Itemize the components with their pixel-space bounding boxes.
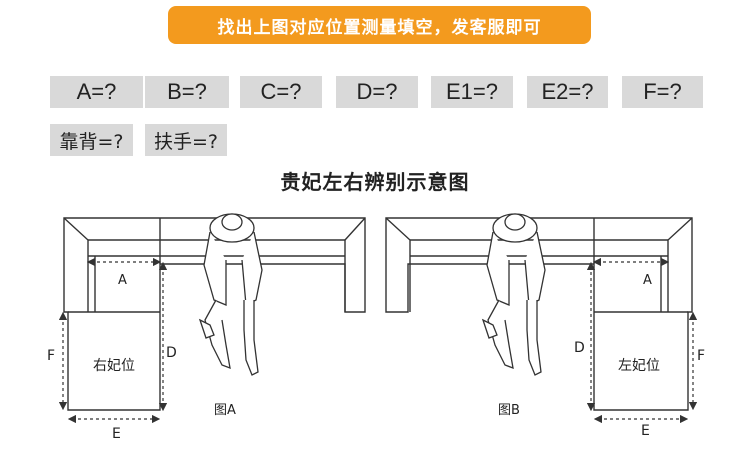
- fig-a-label-a: A: [118, 273, 127, 288]
- field-armrest: 扶手=?: [145, 124, 227, 156]
- person-icon: [198, 213, 263, 376]
- fig-b-position-label: 左妃位: [618, 358, 660, 374]
- fig-b-label-a: A: [643, 273, 652, 288]
- fig-a-caption: 图A: [214, 403, 236, 418]
- instruction-banner: 找出上图对应位置测量填空，发客服即可: [168, 6, 591, 44]
- field-a: A=?: [50, 76, 143, 108]
- field-d: D=?: [336, 76, 418, 108]
- fig-b-label-f: F: [697, 348, 705, 364]
- fig-b-label-e: E: [641, 423, 650, 439]
- fig-b-label-d: D: [574, 340, 585, 356]
- fig-a-position-label: 右妃位: [93, 358, 135, 374]
- field-b: B=?: [145, 76, 229, 108]
- field-backrest: 靠背=?: [50, 124, 133, 156]
- fig-a-label-e: E: [112, 426, 121, 442]
- fig-a-label-d: D: [166, 345, 177, 361]
- diagram-title: 贵妃左右辨别示意图: [280, 170, 470, 194]
- person-icon: [481, 213, 546, 376]
- fig-b-caption: 图B: [498, 403, 520, 418]
- field-e2: E2=?: [527, 76, 608, 108]
- field-e1: E1=?: [431, 76, 513, 108]
- field-f: F=?: [622, 76, 703, 108]
- fig-a-label-f: F: [47, 348, 55, 364]
- field-c: C=?: [240, 76, 322, 108]
